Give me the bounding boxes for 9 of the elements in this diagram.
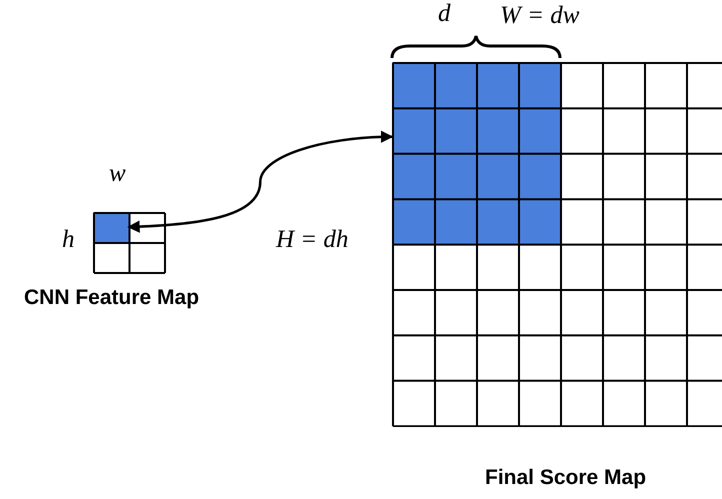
map-caption: CNN Feature Map [24,286,200,310]
curved-arrow [127,130,394,233]
dimension-label: H = dh [276,226,348,254]
dimension-label: h [62,226,74,254]
dimension-label: d [438,0,450,28]
map-caption: Final Score Map [485,466,646,490]
highlighted-cell [392,62,560,244]
dimension-label: W = dw [500,2,580,30]
dimension-label: w [109,160,126,188]
